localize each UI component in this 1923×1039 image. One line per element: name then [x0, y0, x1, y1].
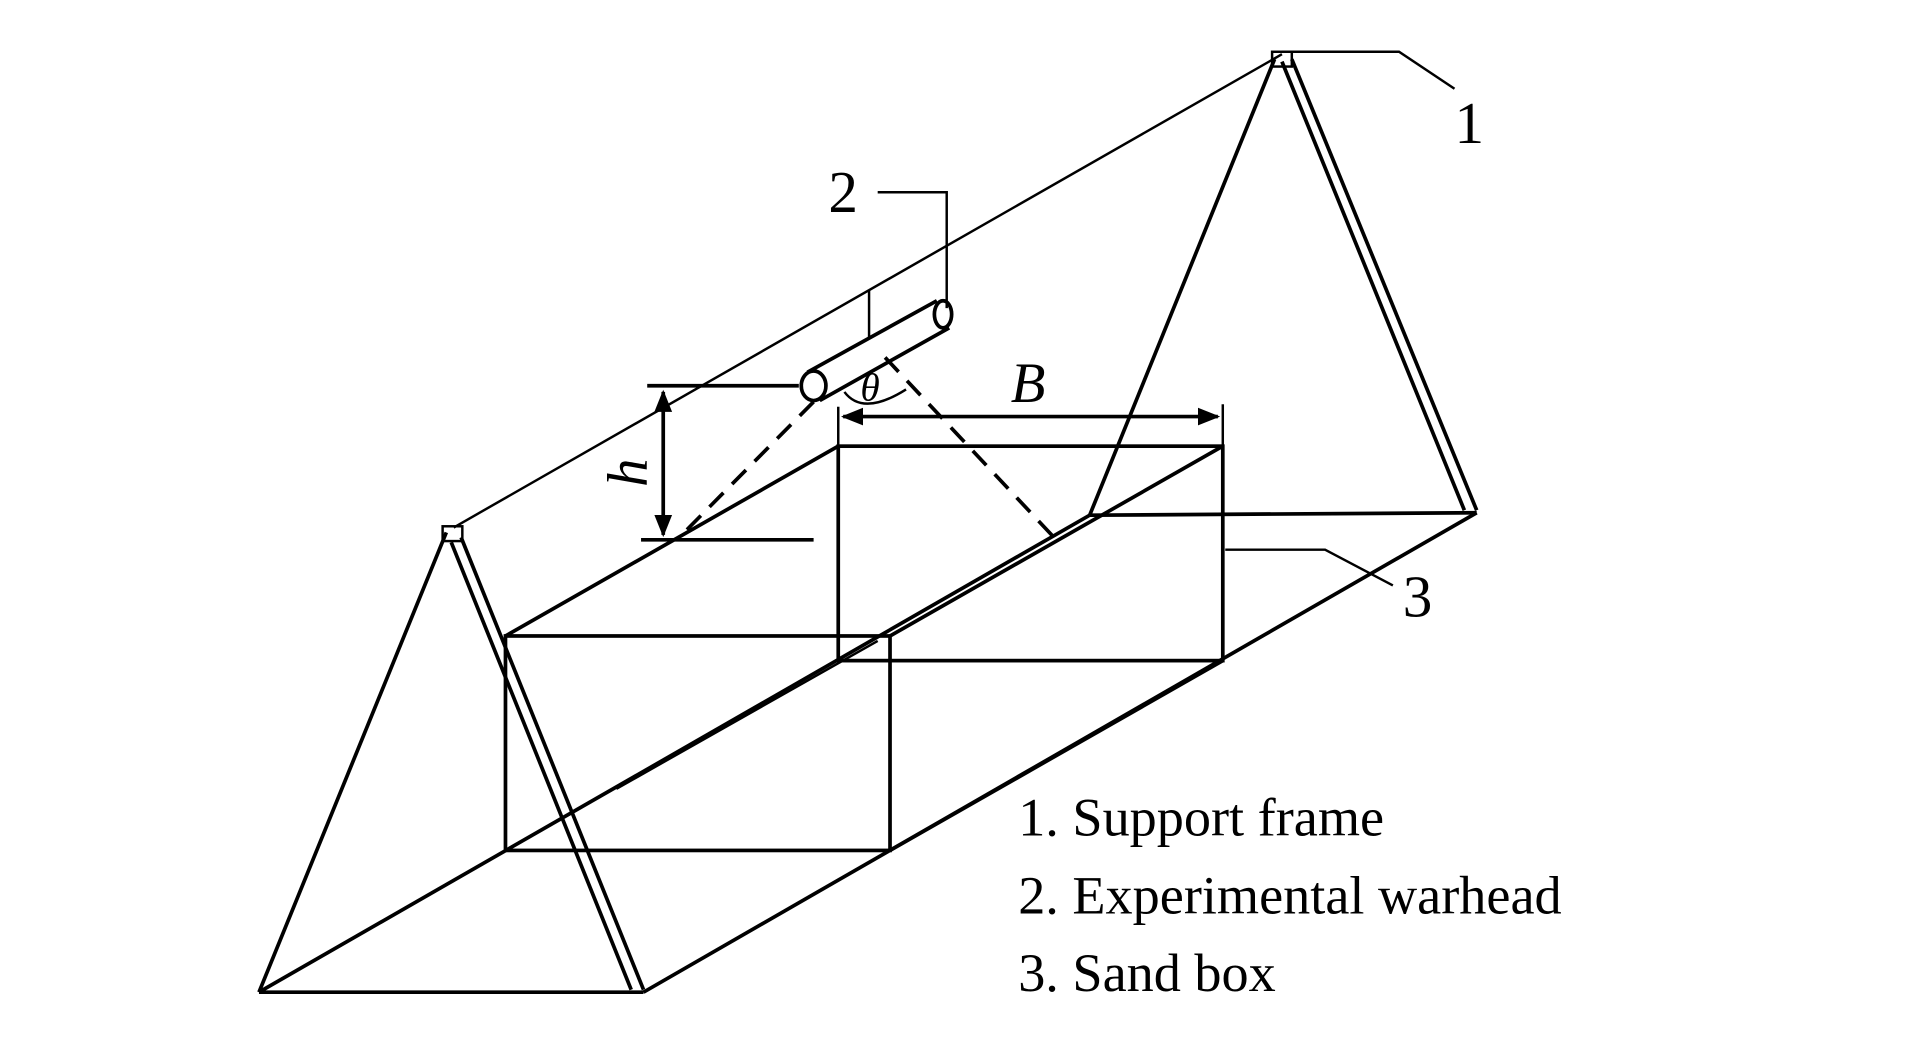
height-dimension [641, 383, 814, 542]
leader-1 [1281, 50, 1456, 90]
callout-3: 3 [1403, 563, 1433, 629]
support-frame-right [1087, 50, 1479, 518]
width-label: B [1011, 352, 1046, 415]
callout-1: 1 [1455, 90, 1485, 156]
leader-2 [877, 191, 948, 309]
support-frame-left [257, 525, 646, 995]
width-dimension [837, 404, 1225, 447]
angle-label: θ [860, 366, 879, 410]
leader-3 [1225, 548, 1394, 587]
legend-item: 1. Support frame [1018, 788, 1384, 848]
legend-item: 2. Experimental warhead [1018, 865, 1561, 925]
experimental-warhead [682, 289, 1056, 539]
height-label: h [597, 458, 660, 486]
legend-item: 3. Sand box [1018, 943, 1276, 1003]
callout-2: 2 [828, 159, 858, 225]
legend: 1. Support frame 2. Experimental warhead… [1018, 788, 1561, 1003]
